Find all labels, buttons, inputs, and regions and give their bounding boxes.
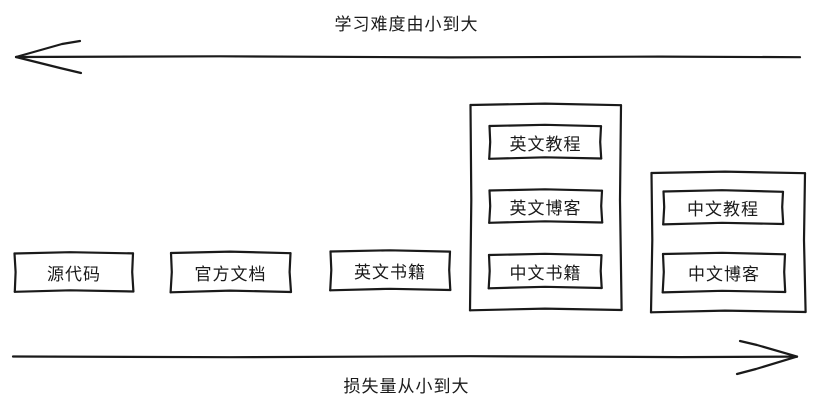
node-chinese-blog[interactable]: 中文博客 [663,253,785,292]
loss-axis-arrow [11,339,799,376]
node-label-english-books: 英文书籍 [354,262,426,283]
node-source-code[interactable]: 源代码 [14,252,134,292]
node-chinese-tutorial[interactable]: 中文教程 [663,191,783,224]
node-label-chinese-books: 中文书籍 [509,263,582,284]
node-label-chinese-blog: 中文博客 [688,265,760,285]
node-label-english-tutorial: 英文教程 [509,134,582,155]
node-chinese-books[interactable]: 中文书籍 [489,254,602,288]
top-axis-label: 学习难度由小到大 [334,15,479,35]
node-english-blog[interactable]: 英文博客 [489,190,602,223]
node-official-docs[interactable]: 官方文档 [170,252,291,292]
node-label-english-blog: 英文博客 [509,199,582,219]
difficulty-axis-arrow [14,39,802,75]
node-label-chinese-tutorial: 中文教程 [687,200,759,220]
node-english-tutorial[interactable]: 英文教程 [489,125,602,159]
node-label-official-docs: 官方文档 [194,264,267,285]
node-english-books[interactable]: 英文书籍 [330,250,450,290]
bottom-axis-label: 损失量从小到大 [343,377,470,397]
node-label-source-code: 源代码 [47,264,101,285]
